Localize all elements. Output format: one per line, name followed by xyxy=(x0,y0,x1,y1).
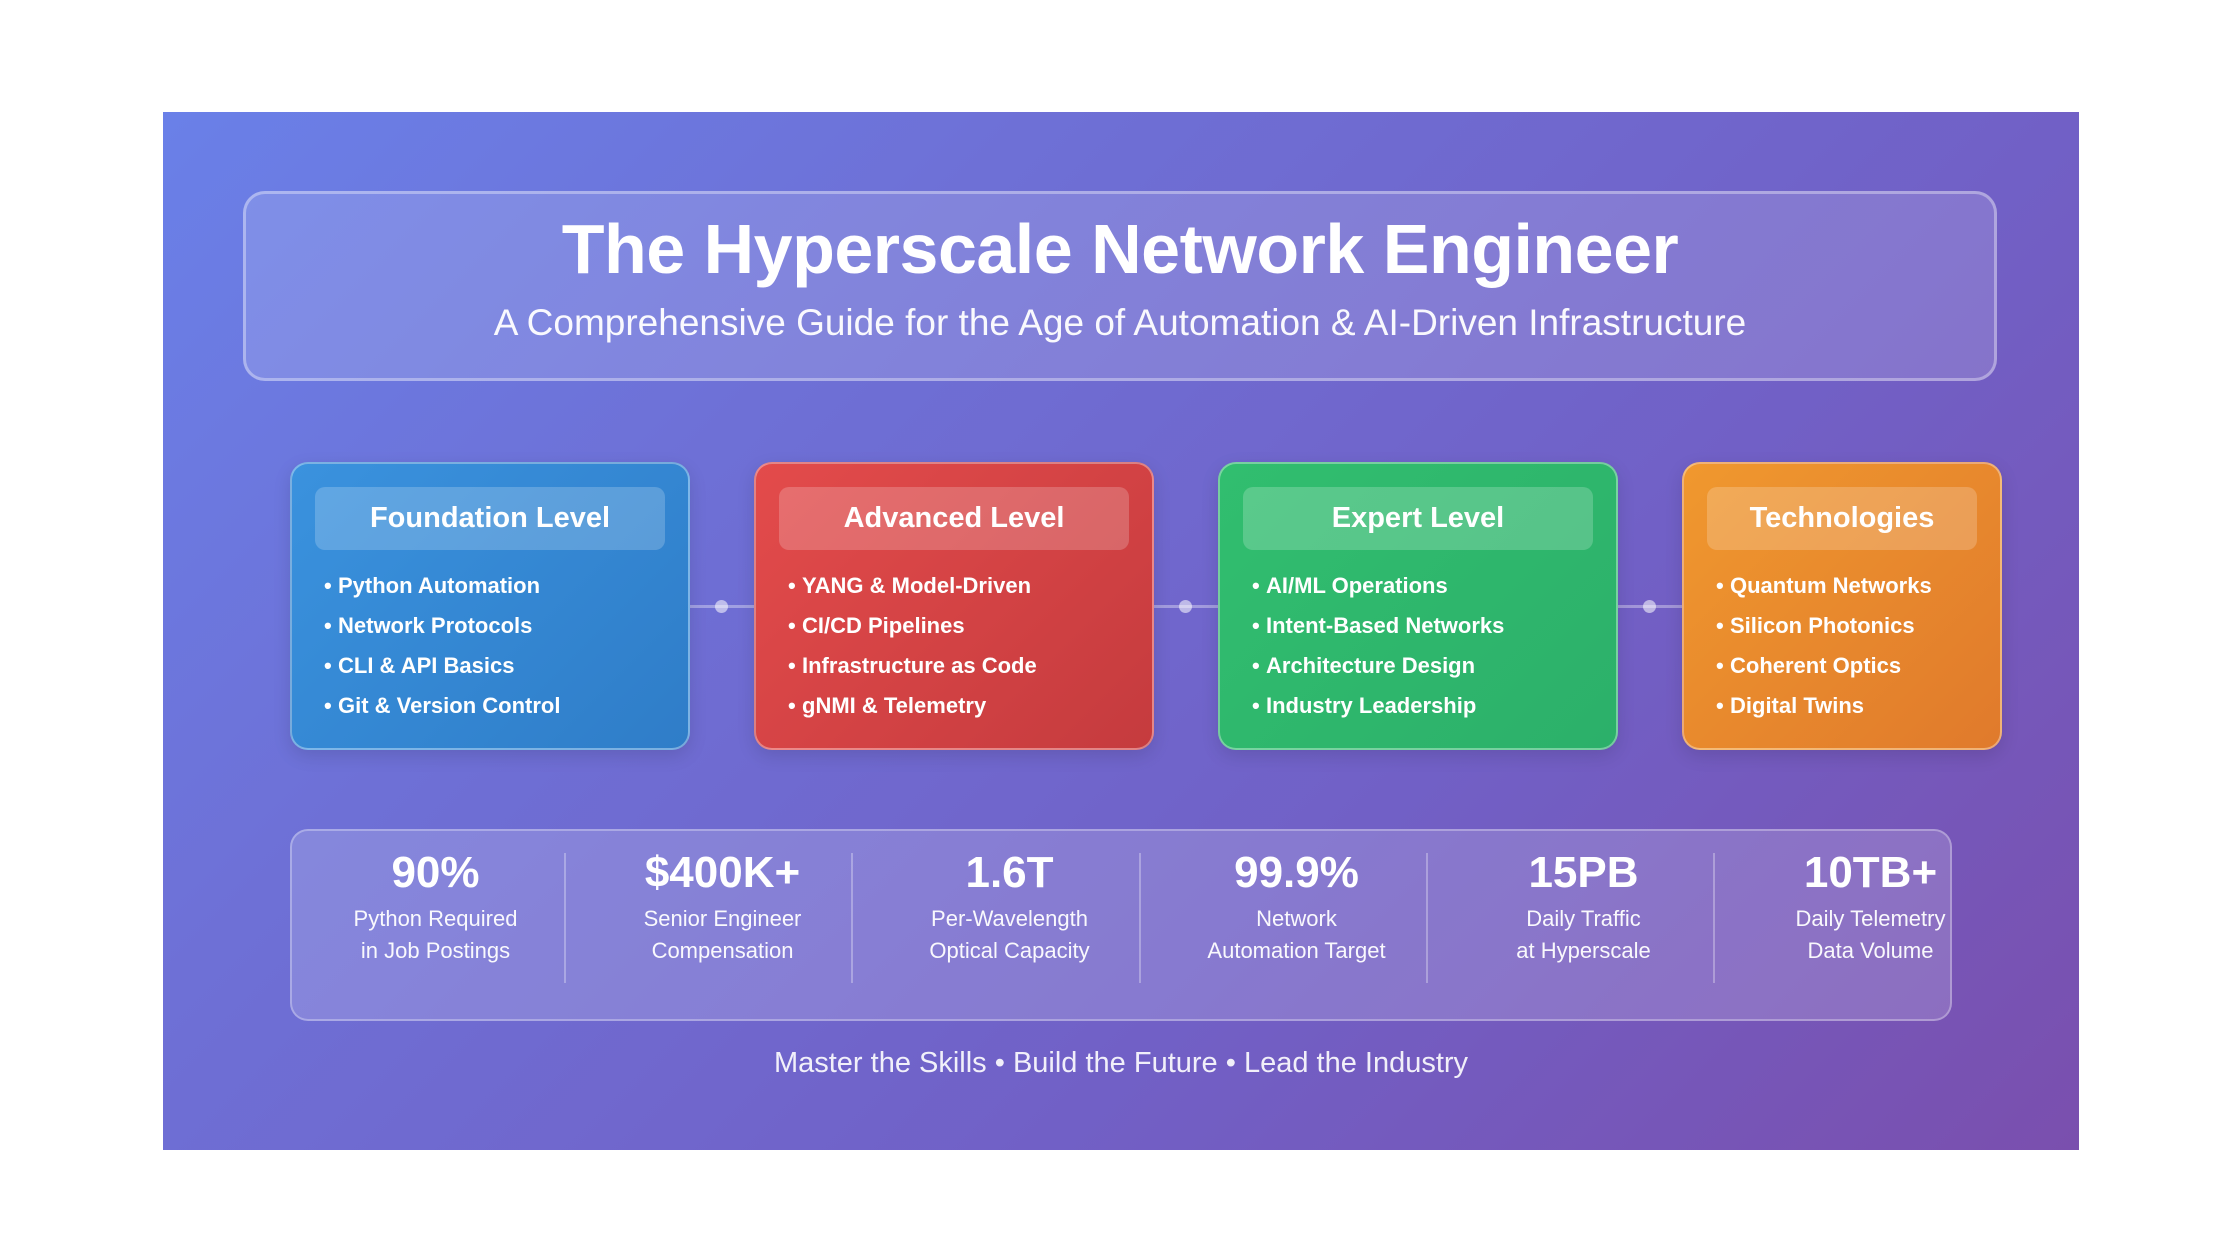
bullet-icon: • xyxy=(324,653,332,678)
stat-value: 15PB xyxy=(1528,848,1639,897)
connector-dot-icon xyxy=(715,600,728,613)
stat-divider xyxy=(1713,853,1715,983)
stat-divider xyxy=(1139,853,1141,983)
stat-value: 99.9% xyxy=(1234,848,1359,897)
stat-label-line2: Compensation xyxy=(651,938,794,963)
bullet-icon: • xyxy=(1716,573,1724,598)
connector-2 xyxy=(1154,600,1218,613)
bullet-icon: • xyxy=(1716,613,1724,638)
stat-python-required: 90% Python Required in Job Postings xyxy=(292,831,579,1019)
stat-value: 90% xyxy=(391,848,480,897)
card-title: Expert Level xyxy=(1243,487,1593,550)
list-item: •Silicon Photonics xyxy=(1716,606,1932,646)
card-skill-list: •YANG & Model-Driven •CI/CD Pipelines •I… xyxy=(788,566,1037,726)
card-title: Foundation Level xyxy=(315,487,665,550)
bullet-icon: • xyxy=(1716,653,1724,678)
stat-label-line1: Daily Telemetry xyxy=(1795,906,1946,931)
stat-label-line1: Daily Traffic xyxy=(1526,906,1641,931)
bullet-icon: • xyxy=(788,693,796,718)
card-skill-list: •AI/ML Operations •Intent-Based Networks… xyxy=(1252,566,1504,726)
list-item: •Infrastructure as Code xyxy=(788,646,1037,686)
list-item: •Git & Version Control xyxy=(324,686,560,726)
stat-divider xyxy=(1426,853,1428,983)
bullet-icon: • xyxy=(1252,653,1260,678)
list-item: •Intent-Based Networks xyxy=(1252,606,1504,646)
card-title: Advanced Level xyxy=(779,487,1129,550)
stat-compensation: $400K+ Senior Engineer Compensation xyxy=(579,831,866,1019)
card-technologies: Technologies •Quantum Networks •Silicon … xyxy=(1682,462,2002,750)
bullet-icon: • xyxy=(1252,573,1260,598)
stats-panel: 90% Python Required in Job Postings $400… xyxy=(290,829,1952,1021)
connector-dot-icon xyxy=(1643,600,1656,613)
list-item: •Digital Twins xyxy=(1716,686,1932,726)
bullet-icon: • xyxy=(324,573,332,598)
card-expert-level: Expert Level •AI/ML Operations •Intent-B… xyxy=(1218,462,1618,750)
bullet-icon: • xyxy=(1252,613,1260,638)
bullet-icon: • xyxy=(788,613,796,638)
bullet-icon: • xyxy=(324,613,332,638)
stat-telemetry-volume: 10TB+ Daily Telemetry Data Volume xyxy=(1727,831,2014,1019)
bullet-icon: • xyxy=(788,653,796,678)
list-item: •CLI & API Basics xyxy=(324,646,560,686)
stat-divider xyxy=(564,853,566,983)
connector-1 xyxy=(690,600,754,613)
page-subtitle: A Comprehensive Guide for the Age of Aut… xyxy=(493,302,1747,343)
stat-divider xyxy=(851,853,853,983)
stat-label-line2: in Job Postings xyxy=(360,938,511,963)
infographic-canvas: The Hyperscale Network Engineer A Compre… xyxy=(163,112,2079,1150)
list-item: •AI/ML Operations xyxy=(1252,566,1504,606)
stat-value: 1.6T xyxy=(965,848,1054,897)
stat-automation-target: 99.9% Network Automation Target xyxy=(1153,831,1440,1019)
stat-label-line1: Network xyxy=(1256,906,1337,931)
tagline: Master the Skills • Build the Future • L… xyxy=(773,1047,1469,1079)
card-foundation-level: Foundation Level •Python Automation •Net… xyxy=(290,462,690,750)
stat-value: 10TB+ xyxy=(1803,848,1938,897)
list-item: •Network Protocols xyxy=(324,606,560,646)
stat-label-line2: Optical Capacity xyxy=(929,938,1090,963)
list-item: •Architecture Design xyxy=(1252,646,1504,686)
page-title: The Hyperscale Network Engineer xyxy=(561,210,1679,288)
bullet-icon: • xyxy=(788,573,796,598)
stat-label-line2: Automation Target xyxy=(1207,938,1386,963)
stat-label-line1: Per-Wavelength xyxy=(931,906,1088,931)
stat-label-line1: Senior Engineer xyxy=(643,906,802,931)
stat-daily-traffic: 15PB Daily Traffic at Hyperscale xyxy=(1440,831,1727,1019)
stat-value: $400K+ xyxy=(644,848,801,897)
header-panel: The Hyperscale Network Engineer A Compre… xyxy=(243,191,1997,381)
list-item: •Coherent Optics xyxy=(1716,646,1932,686)
list-item: •CI/CD Pipelines xyxy=(788,606,1037,646)
list-item: •Quantum Networks xyxy=(1716,566,1932,606)
stat-label-line2: at Hyperscale xyxy=(1516,938,1651,963)
connector-3 xyxy=(1618,600,1682,613)
stat-label-line2: Data Volume xyxy=(1807,938,1934,963)
bullet-icon: • xyxy=(1252,693,1260,718)
bullet-icon: • xyxy=(1716,693,1724,718)
stat-optical-capacity: 1.6T Per-Wavelength Optical Capacity xyxy=(866,831,1153,1019)
card-skill-list: •Python Automation •Network Protocols •C… xyxy=(324,566,560,726)
bullet-icon: • xyxy=(324,693,332,718)
list-item: •gNMI & Telemetry xyxy=(788,686,1037,726)
list-item: •Python Automation xyxy=(324,566,560,606)
card-title: Technologies xyxy=(1707,487,1977,550)
list-item: •YANG & Model-Driven xyxy=(788,566,1037,606)
card-skill-list: •Quantum Networks •Silicon Photonics •Co… xyxy=(1716,566,1932,726)
card-advanced-level: Advanced Level •YANG & Model-Driven •CI/… xyxy=(754,462,1154,750)
connector-dot-icon xyxy=(1179,600,1192,613)
list-item: •Industry Leadership xyxy=(1252,686,1504,726)
stat-label-line1: Python Required xyxy=(353,906,518,931)
